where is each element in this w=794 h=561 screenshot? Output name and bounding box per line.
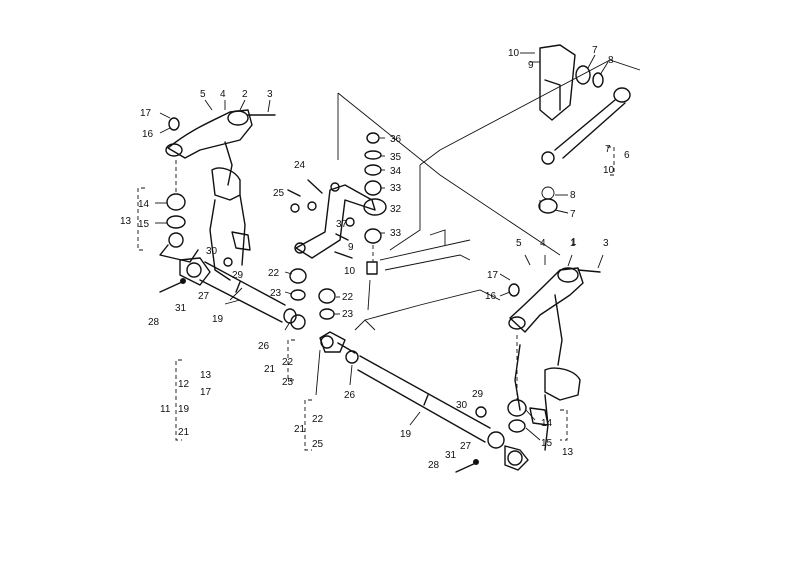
part-label: 26 bbox=[258, 341, 270, 352]
part-label: 25 bbox=[273, 188, 285, 199]
part-label: 15 bbox=[138, 219, 150, 230]
leader-lines bbox=[155, 52, 609, 441]
part-label: 26 bbox=[344, 390, 356, 401]
part-label: 35 bbox=[390, 152, 402, 163]
part-label: 11 bbox=[160, 404, 171, 415]
steering-arm-left bbox=[165, 109, 276, 281]
part-label: 25 bbox=[282, 377, 294, 388]
part-label: 1 bbox=[570, 238, 576, 249]
part-label: 19 bbox=[400, 429, 412, 440]
part-label: 1 bbox=[571, 237, 577, 248]
drag-link-assembly bbox=[538, 44, 631, 214]
part-label: 27 bbox=[198, 291, 210, 302]
part-label: 29 bbox=[232, 270, 244, 281]
part-label: 23 bbox=[342, 309, 354, 320]
tie-rod-center bbox=[319, 331, 529, 473]
part-label: 8 bbox=[570, 190, 576, 201]
tie-rod-left bbox=[159, 257, 306, 330]
part-label: 23 bbox=[270, 288, 282, 299]
part-label: 31 bbox=[445, 450, 457, 461]
part-label: 19 bbox=[178, 404, 190, 415]
part-label: 33 bbox=[390, 228, 402, 239]
part-label: 7 bbox=[592, 45, 598, 56]
label-brackets bbox=[137, 146, 615, 451]
part-label: 36 bbox=[390, 134, 402, 145]
part-label: 16 bbox=[142, 129, 154, 140]
part-label: 13 bbox=[200, 370, 212, 381]
part-label: 10 bbox=[344, 266, 356, 277]
part-label: 22 bbox=[342, 292, 354, 303]
part-label: 2 bbox=[242, 89, 248, 100]
part-label: 37 bbox=[336, 219, 348, 230]
left-joint-stack bbox=[159, 160, 199, 263]
part-label: 28 bbox=[428, 460, 440, 471]
part-label: 5 bbox=[516, 238, 522, 249]
part-label: 4 bbox=[220, 89, 226, 100]
part-label: 15 bbox=[541, 438, 553, 449]
part-label: 6 bbox=[624, 150, 630, 161]
part-label: 24 bbox=[294, 160, 306, 171]
part-label: 27 bbox=[460, 441, 472, 452]
part-label: 32 bbox=[390, 204, 402, 215]
part-label: 5 bbox=[200, 89, 206, 100]
part-label: 8 bbox=[608, 55, 614, 66]
part-label: 30 bbox=[456, 400, 468, 411]
part-label: 3 bbox=[267, 89, 273, 100]
part-label: 31 bbox=[175, 303, 187, 314]
part-label: 17 bbox=[140, 108, 152, 119]
part-label: 14 bbox=[138, 199, 150, 210]
part-label: 17 bbox=[200, 387, 212, 398]
part-label: 22 bbox=[282, 357, 294, 368]
part-label: 3 bbox=[603, 238, 609, 249]
part-label: 17 bbox=[487, 270, 499, 281]
steering-arm-right bbox=[507, 267, 601, 451]
part-label: 29 bbox=[472, 389, 484, 400]
part-label: 33 bbox=[390, 183, 402, 194]
part-label: 28 bbox=[148, 317, 160, 328]
part-label: 7 bbox=[605, 144, 611, 155]
part-label: 30 bbox=[206, 246, 218, 257]
part-label: 22 bbox=[268, 268, 280, 279]
part-label: 19 bbox=[212, 314, 224, 325]
part-label: 13 bbox=[120, 216, 132, 227]
part-label: 14 bbox=[541, 418, 553, 429]
part-label: 9 bbox=[348, 242, 354, 253]
part-label: 4 bbox=[540, 238, 546, 249]
part-label: 13 bbox=[562, 447, 574, 458]
part-label: 34 bbox=[390, 166, 402, 177]
part-label: 25 bbox=[312, 439, 324, 450]
part-label: 21 bbox=[178, 427, 190, 438]
part-label: 22 bbox=[312, 414, 324, 425]
part-label: 21 bbox=[294, 424, 306, 435]
part-label: 10 bbox=[603, 165, 615, 176]
part-labels: 10 9 7 8 7 6 10 8 7 5 4 2 3 17 16 36 35 … bbox=[120, 45, 630, 471]
chassis-outline bbox=[337, 59, 641, 331]
part-label: 16 bbox=[485, 291, 497, 302]
part-label: 12 bbox=[178, 379, 190, 390]
part-label: 9 bbox=[528, 60, 534, 71]
part-label: 7 bbox=[570, 209, 576, 220]
part-label: 21 bbox=[264, 364, 276, 375]
part-label: 10 bbox=[508, 48, 520, 59]
